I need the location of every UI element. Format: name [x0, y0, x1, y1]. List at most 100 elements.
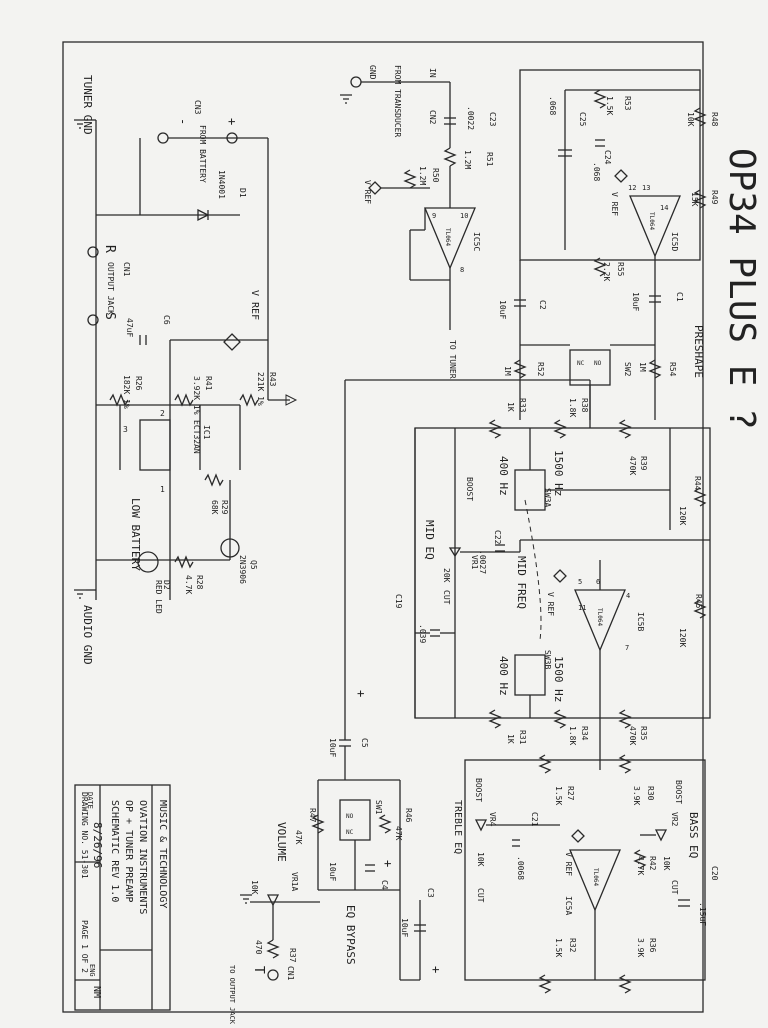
label-r53: R53	[623, 96, 632, 111]
resistor-r27	[538, 754, 552, 774]
label-r37-val: 470	[254, 940, 263, 955]
label-c22: C22	[493, 530, 502, 545]
resistor-r51	[443, 147, 457, 167]
label-d1: D1	[238, 188, 247, 198]
label-from-battery: FROM BATTERY	[198, 125, 207, 183]
label-pin-2: 2	[160, 409, 165, 418]
label-r30-val: 3.9K	[632, 786, 641, 805]
resistor-r55	[593, 257, 607, 277]
title-org: OVATION INSTRUMENTS	[137, 800, 148, 914]
resistor-r45	[693, 599, 707, 619]
tone-loop	[464, 759, 706, 981]
transducer-input-terminal	[350, 76, 362, 88]
label-c24: C24	[603, 150, 612, 165]
label-r26: R26	[134, 376, 143, 391]
label-ic5d: IC5D	[670, 232, 679, 251]
label-vr4: VR4	[488, 812, 497, 827]
label-pin-6: 6	[596, 578, 600, 586]
title-drawing-number: DRAWING NO. 51-301	[80, 792, 89, 879]
label-s: S	[102, 312, 117, 320]
label-r45: R45	[694, 594, 703, 609]
label-sw1-no: NO	[346, 813, 354, 820]
transistor-q5	[220, 538, 240, 558]
label-vr4-val: 10K	[476, 852, 485, 867]
switch-sw3b	[514, 654, 546, 696]
mid-eq-section	[344, 380, 711, 770]
label-400hz-b: 400 Hz	[497, 656, 510, 696]
input-preshape-section	[340, 69, 707, 420]
label-pin-5: 5	[578, 578, 582, 586]
label-ic5a: IC5A	[564, 896, 573, 915]
label-r33-val: 1K	[506, 402, 515, 412]
label-pin-9: 9	[432, 212, 436, 220]
output-tone-section	[240, 739, 706, 994]
label-vr1: VR1	[470, 555, 479, 570]
resistor-r37	[266, 939, 280, 959]
label-audio-gnd: AUDIO GND	[81, 605, 94, 665]
label-c20: C20	[710, 866, 719, 881]
label-sw2-no: NO	[594, 360, 602, 367]
label-c3-val: 10uF	[400, 918, 409, 937]
label-tl064-a: TL064	[592, 868, 599, 886]
pot-vr2-wiper	[654, 829, 668, 842]
label-vr2: VR2	[670, 812, 679, 827]
label-sw1: SW1	[374, 800, 383, 815]
title-doc: SCHEMATIC REV 1.0	[109, 800, 120, 902]
label-vref-treble: V REF	[564, 852, 573, 876]
label-tl064-d: TL064	[648, 212, 655, 230]
label-boost-mid: BOOST	[465, 477, 474, 501]
vref-source-icon	[368, 181, 382, 195]
label-c23-val: .0022	[466, 106, 475, 130]
label-r42-val: 4.7K	[636, 856, 645, 875]
label-boost-treble: BOOST	[474, 778, 483, 802]
label-r29: R29	[220, 500, 229, 515]
label-r32: R32	[568, 938, 577, 953]
label-ic1: IC1	[202, 425, 211, 440]
output-tip-terminal	[267, 969, 279, 981]
handwritten-note: OP34 PLUS E ?	[721, 148, 762, 430]
label-sw3b: SW3B	[543, 650, 552, 669]
label-r44: R44	[693, 476, 702, 491]
label-r54-val: 1M	[638, 362, 647, 372]
output-sleeve-terminal	[87, 314, 99, 326]
label-t: T	[251, 966, 266, 974]
power-section	[74, 119, 298, 600]
label-r35-val: 470K	[628, 726, 637, 745]
label-r34: R34	[580, 726, 589, 741]
label-pin-3: 3	[123, 425, 128, 434]
label-c23: C23	[488, 112, 497, 127]
vref-source-icon	[614, 169, 628, 183]
label-c3-plus: +	[429, 966, 443, 973]
label-vr1a: VR1A	[290, 872, 299, 891]
pot-vr1a-wiper	[266, 894, 280, 907]
label-r54: R54	[668, 362, 677, 377]
label-q5: Q5	[249, 560, 258, 570]
resistor-r44	[693, 487, 707, 507]
opamp-ic5d	[629, 195, 681, 258]
label-400hz-a: 400 Hz	[497, 456, 510, 496]
resistor-r39	[618, 419, 632, 439]
label-r36: R36	[648, 938, 657, 953]
resistor-r36	[618, 974, 632, 994]
label-sw3a: SW3A	[543, 488, 552, 507]
label-mid-eq: MID EQ	[423, 520, 436, 560]
label-q5-val: 2N3906	[238, 555, 247, 584]
label-r51-val: 1.2M	[463, 150, 472, 169]
label-r37: R37	[288, 948, 297, 963]
label-pin-4: 4	[626, 592, 630, 600]
label-cn2: CN2	[428, 110, 437, 125]
label-r46-val: 47K	[394, 826, 403, 841]
label-r45-val: 120K	[678, 628, 687, 647]
title-date-label: DATE	[86, 792, 94, 809]
resistor-r34	[553, 709, 567, 729]
label-d1-val: 1N4001	[217, 170, 226, 199]
label-r36-val: 3.9K	[636, 938, 645, 957]
label-r43-val: 221K 1%	[256, 372, 265, 406]
label-r50: R50	[431, 168, 440, 183]
label-r33: R33	[518, 398, 527, 413]
label-r26-val: 182K 1%	[122, 375, 131, 409]
diode-d1	[197, 208, 210, 222]
opamp-ic5a	[569, 849, 621, 912]
resistor-r50	[403, 169, 417, 189]
label-r34-val: 1.8K	[568, 726, 577, 745]
